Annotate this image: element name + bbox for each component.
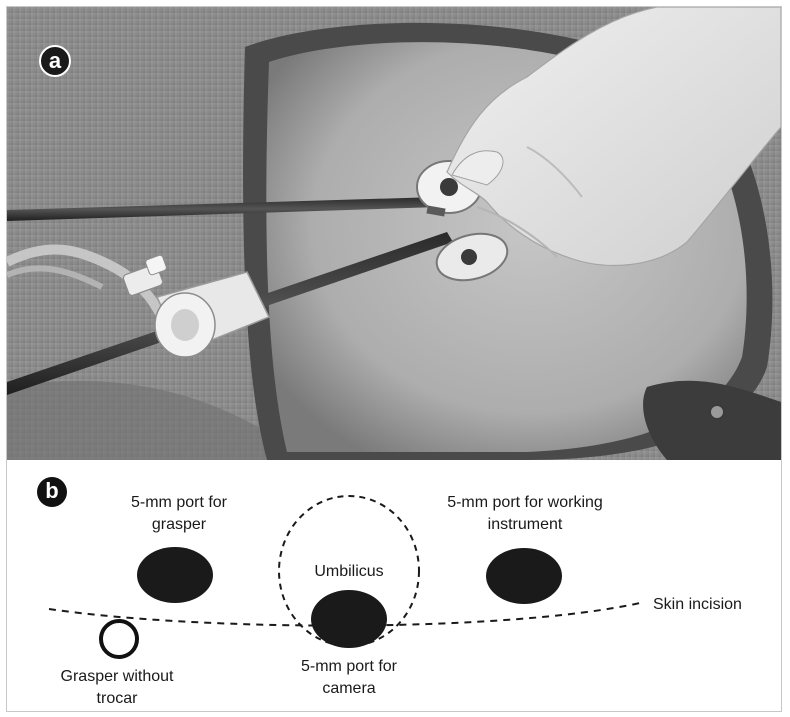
- panel-b-schematic: b 5-mm port for grasper 5-mm port for wo…: [7, 462, 781, 711]
- port-diagram: [48, 495, 641, 659]
- grasper-shaft: [7, 197, 439, 221]
- camera-port-label: 5-mm port for camera: [300, 658, 398, 697]
- working-port-label: 5-mm port for working instrument: [447, 494, 603, 533]
- insufflation-tubing: [7, 244, 172, 330]
- grasper-port-marker: [137, 547, 213, 603]
- umbilicus-label: Umbilicus: [314, 563, 384, 580]
- grasper-no-trocar-label: Grasper without trocar: [60, 668, 174, 707]
- camera-port-marker: [311, 590, 387, 648]
- trocar: [122, 254, 271, 358]
- panel-letter-b: b: [37, 477, 67, 507]
- retention-strap: [643, 380, 781, 460]
- working-port-marker: [486, 548, 562, 604]
- surgical-photo: [7, 7, 781, 460]
- grasper-no-trocar-marker: [99, 619, 139, 659]
- skin-incision-label: Skin incision: [653, 596, 742, 613]
- panel-a-photo: a: [7, 7, 781, 460]
- panel-letter-a: a: [39, 45, 71, 77]
- grasper-port-label: 5-mm port for grasper: [130, 494, 228, 533]
- gloved-hand: [446, 7, 781, 266]
- figure-frame: [6, 6, 782, 712]
- drape-fold: [7, 380, 307, 460]
